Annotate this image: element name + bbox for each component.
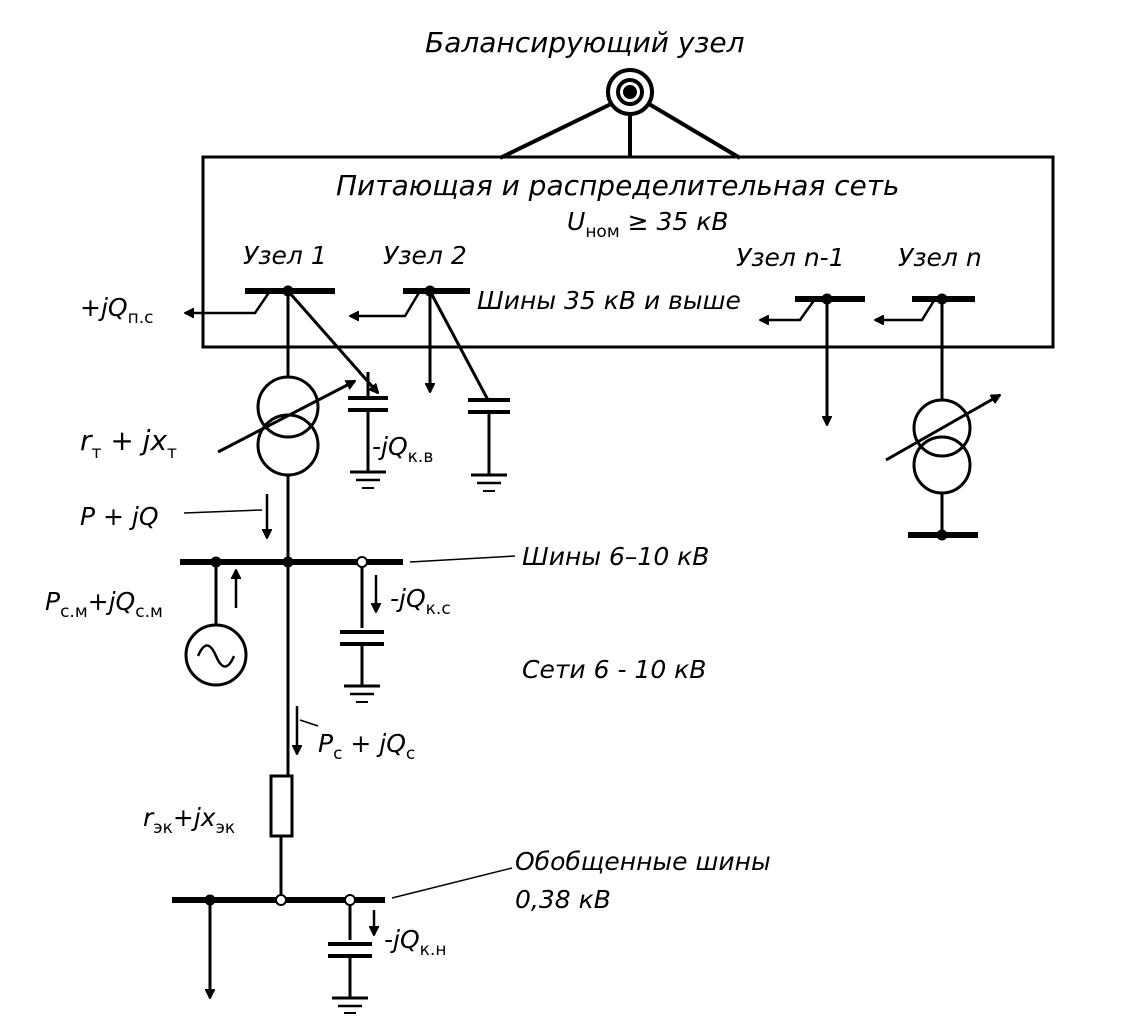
net-6-10kv-label: Сети 6 - 10 кВ: [522, 655, 706, 684]
node2-bus: [350, 285, 490, 401]
bus-038kv: [172, 867, 513, 998]
pq-flow-arrow: [183, 494, 267, 538]
network-frame: [201, 155, 1055, 349]
node1-label: Узел 1: [243, 241, 327, 270]
bus-6-10kv: [180, 555, 516, 568]
rek-label: rэк+jxэк: [143, 803, 235, 838]
network-title: Питающая и распределительная сеть: [336, 169, 900, 202]
transformer-node1: [217, 375, 355, 562]
node1-bus: [185, 285, 378, 393]
q-ps-label: +jQп.с: [80, 293, 153, 328]
node-n-minus-1-label: Узел n-1: [736, 243, 845, 272]
node-n-label: Узел n: [898, 243, 982, 272]
pc-label: Pс + jQс: [318, 729, 415, 764]
psm-label: Pс.м+jQс.м: [45, 587, 163, 622]
bus-038kv-label-line1: Обобщенные шины: [515, 847, 771, 876]
capacitor-038kv: [328, 905, 374, 1014]
bus-35kv-label: Шины 35 кВ и выше: [477, 286, 741, 315]
q-kn-label: -jQк.н: [384, 925, 446, 960]
equivalent-impedance: [269, 774, 294, 900]
pq-label: P + jQ: [80, 502, 159, 531]
generator: [184, 562, 248, 687]
q-ks-label: -jQк.с: [390, 584, 451, 619]
balancing-node-label: Балансирующий узел: [425, 26, 745, 59]
node-n-bus: [875, 293, 975, 400]
capacitor-node1: [348, 372, 388, 489]
balancing-node-symbol: [499, 68, 742, 160]
bus-6-10kv-label: Шины 6–10 кВ: [522, 542, 709, 571]
node-n-minus-1-bus: [760, 293, 865, 425]
capacitor-node2: [468, 398, 510, 492]
bus-038kv-label-line2: 0,38 кВ: [515, 885, 611, 914]
rt-xt-label: rт + jxт: [80, 424, 177, 463]
transformer-node-n: [885, 393, 1000, 541]
node2-label: Узел 2: [383, 241, 467, 270]
unom-label: Uном ≥ 35 кВ: [567, 207, 729, 242]
q-kv-label: -jQк.в: [372, 432, 433, 467]
capacitor-6-10kv: [340, 567, 384, 703]
feeder-line: [286, 562, 319, 776]
